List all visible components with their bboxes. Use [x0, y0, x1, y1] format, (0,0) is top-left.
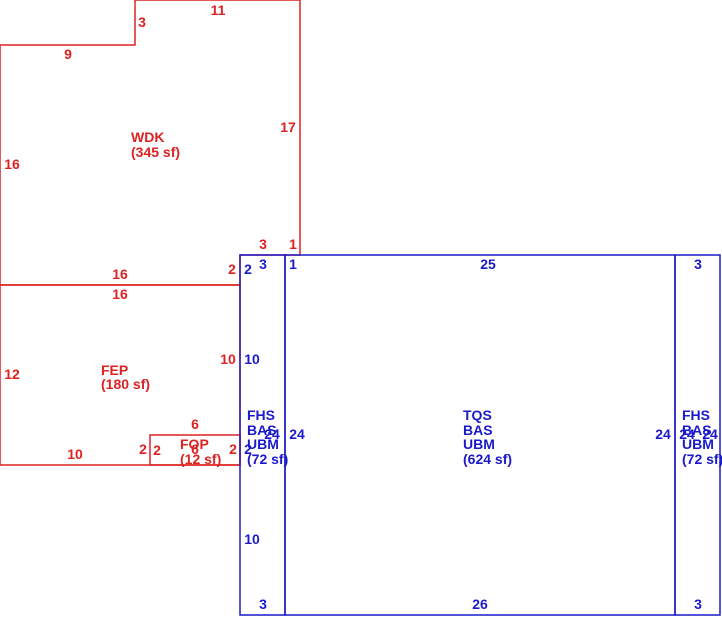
dim-fep-bottom: 10: [67, 446, 83, 462]
fhs-right-label: FHS: [682, 407, 710, 423]
dim-fhs-r-bottom: 3: [694, 596, 702, 612]
dim-fep-right: 10: [220, 351, 236, 367]
dim-fhs-r-left: 24: [679, 426, 695, 442]
dim-tqs-right: 24: [655, 426, 671, 442]
fop-label: FOP: [180, 436, 209, 452]
wdk-label: WDK: [131, 129, 164, 145]
dim-fop-bottom: 6: [191, 441, 199, 457]
fep-label: FEP: [101, 362, 128, 378]
dim-fop-right: 2: [229, 441, 237, 457]
dim-fop-left-a: 2: [139, 441, 147, 457]
wdk-area: (345 sf): [131, 144, 180, 160]
dim-fhs-l-left-b: 10: [244, 351, 260, 367]
fhs-right-outline: [674, 254, 721, 616]
fhs-left-area: (72 sf): [247, 451, 288, 467]
fhs-right-code2: UBM: [682, 436, 714, 452]
dim-fhs-r-top: 3: [694, 256, 702, 272]
dim-fhs-l-inner: 24: [289, 426, 305, 442]
dim-wdk-bottom: 16: [112, 266, 128, 282]
dim-wdk-step-left: 2: [228, 261, 236, 277]
tqs-code2: UBM: [463, 436, 495, 452]
dim-wdk-step-h: 3: [259, 236, 267, 252]
fhs-left-code2: UBM: [247, 436, 279, 452]
dim-fep-left: 12: [4, 366, 20, 382]
dim-fhs-l-right: 24: [264, 426, 280, 442]
fhs-left-code1: BAS: [247, 422, 277, 438]
dim-fhs-l-top: 3: [259, 256, 267, 272]
dim-fhs-l-left-c: 2: [244, 441, 252, 457]
fhs-right-area: (72 sf): [682, 451, 722, 467]
dim-fop-top: 6: [191, 416, 199, 432]
fep-area: (180 sf): [101, 376, 150, 392]
dim-wdk-top: 11: [211, 2, 226, 18]
dim-wdk-notch-h: 9: [64, 46, 72, 62]
dim-wdk-right: 17: [280, 119, 296, 135]
dim-fhs-l-left-a: 2: [244, 261, 252, 277]
fhs-right-code1: BAS: [682, 422, 712, 438]
dim-tqs-left-top: 1: [289, 256, 297, 272]
dim-wdk-step-v: 1: [289, 236, 297, 252]
dim-fhs-r-right: 24: [702, 426, 718, 442]
dim-tqs-bottom: 26: [472, 596, 488, 612]
dim-fep-top: 16: [112, 286, 128, 302]
dim-fhs-l-bottom: 3: [259, 596, 267, 612]
dim-wdk-left: 16: [4, 156, 20, 172]
tqs-code1: BAS: [463, 422, 493, 438]
dim-fop-left-b: 2: [153, 442, 161, 458]
dim-fhs-l-left-d: 10: [244, 531, 260, 547]
dim-tqs-top: 25: [480, 256, 496, 272]
fop-area: (12 sf): [180, 451, 221, 467]
tqs-area: (624 sf): [463, 451, 512, 467]
dim-wdk-notch-v: 3: [138, 14, 146, 30]
fhs-left-label: FHS: [247, 407, 275, 423]
tqs-label: TQS: [463, 407, 492, 423]
